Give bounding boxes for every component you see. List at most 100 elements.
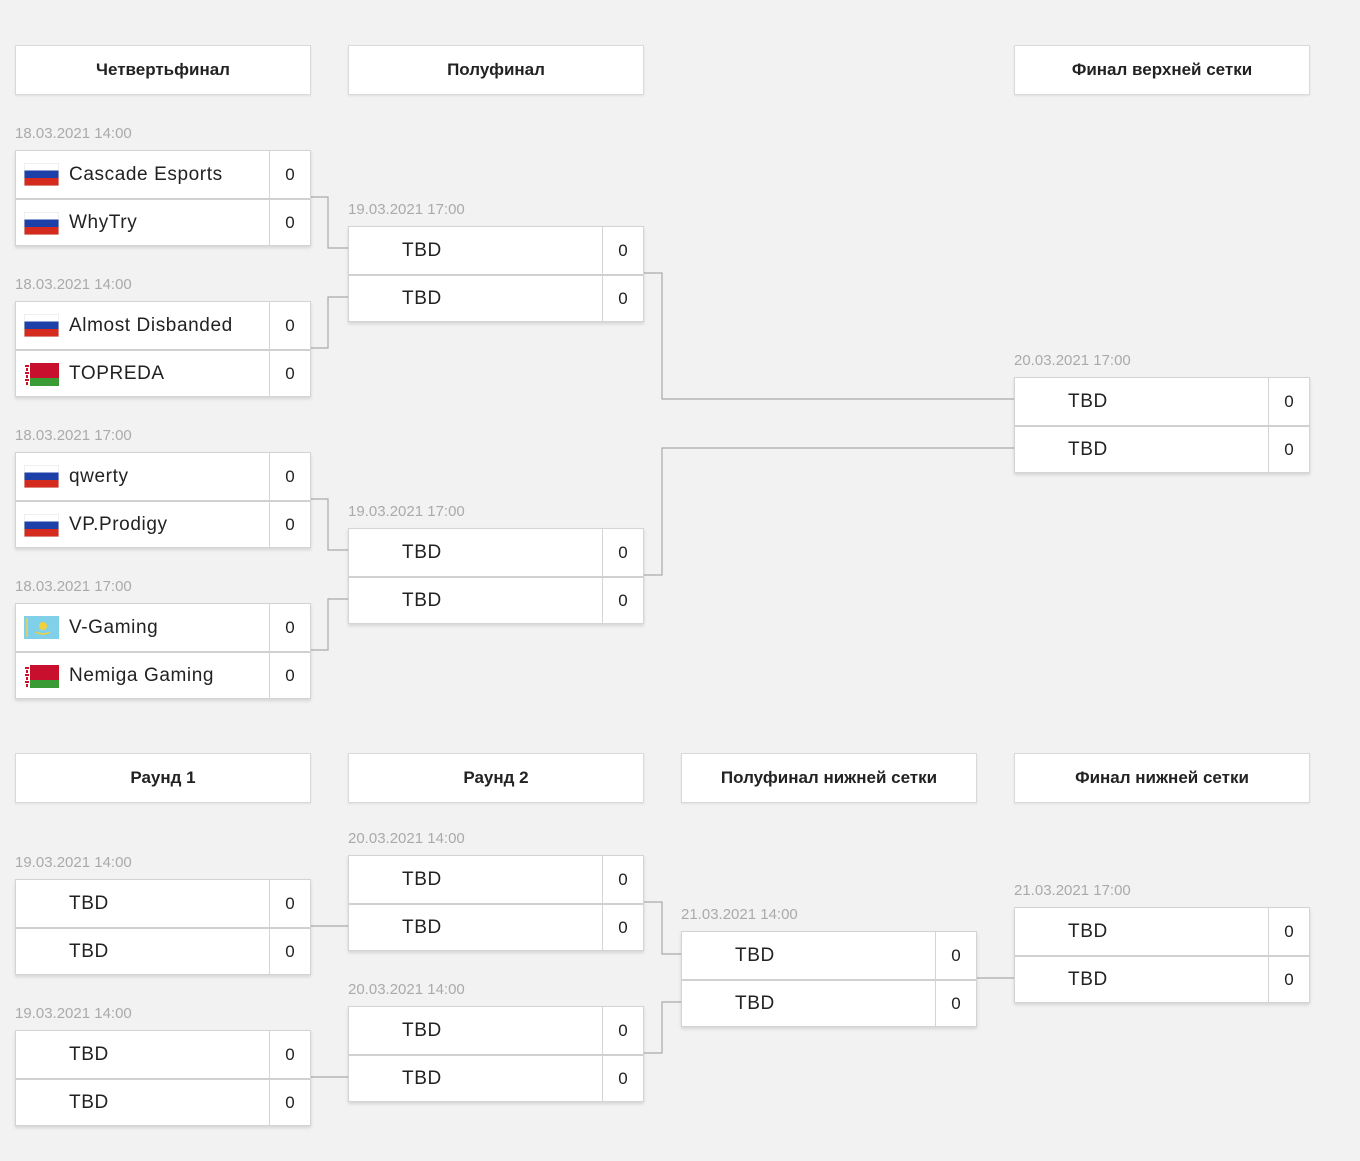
team-score: 0: [269, 200, 310, 245]
team-row[interactable]: TBD 0: [682, 932, 976, 979]
team-name: TOPREDA: [69, 362, 165, 384]
belarus-flag-icon: [24, 363, 59, 386]
team-name: TBD: [735, 992, 775, 1014]
team-row[interactable]: TBD 0: [16, 927, 310, 974]
team-name: TBD: [69, 1091, 109, 1113]
header-label: Финал верхней сетки: [1071, 60, 1253, 79]
team-row[interactable]: TBD 0: [1015, 378, 1309, 425]
team-name: TBD: [402, 1067, 442, 1089]
team-name: TBD: [69, 1043, 109, 1065]
team-score: 0: [1268, 908, 1309, 955]
team-name: TBD: [402, 916, 442, 938]
header-label: Раунд 2: [463, 768, 529, 787]
team-score: 0: [269, 1080, 310, 1125]
team-score: 0: [269, 453, 310, 500]
header-upper-final: Финал верхней сетки: [1014, 45, 1310, 95]
russia-flag-icon: [24, 163, 59, 186]
match-date: 21.03.2021 14:00: [681, 906, 798, 923]
header-semifinal: Полуфинал: [348, 45, 644, 95]
team-score: 0: [269, 929, 310, 974]
header-quarterfinal: Четвертьфинал: [15, 45, 311, 95]
team-score: 0: [602, 529, 643, 576]
team-row[interactable]: Cascade Esports 0: [16, 151, 310, 198]
team-name: Cascade Esports: [69, 163, 223, 185]
team-name: VP.Prodigy: [69, 513, 168, 535]
team-row[interactable]: TBD 0: [1015, 425, 1309, 472]
header-round-1: Раунд 1: [15, 753, 311, 803]
team-score: 0: [269, 351, 310, 396]
team-row[interactable]: TBD 0: [16, 1078, 310, 1125]
russia-flag-icon: [24, 465, 59, 488]
header-label: Четвертьфинал: [96, 60, 230, 79]
team-row[interactable]: Almost Disbanded 0: [16, 302, 310, 349]
team-name: TBD: [1068, 920, 1108, 942]
header-label: Финал нижней сетки: [1075, 768, 1249, 787]
team-name: TBD: [69, 892, 109, 914]
russia-flag-icon: [24, 314, 59, 337]
team-score: 0: [1268, 427, 1309, 472]
team-row[interactable]: qwerty 0: [16, 453, 310, 500]
header-round-2: Раунд 2: [348, 753, 644, 803]
match-date: 18.03.2021 14:00: [15, 125, 132, 142]
team-row[interactable]: TOPREDA 0: [16, 349, 310, 396]
team-score: 0: [935, 932, 976, 979]
kazakhstan-flag-icon: [24, 616, 59, 639]
team-row[interactable]: TBD 0: [1015, 908, 1309, 955]
header-lower-semifinal: Полуфинал нижней сетки: [681, 753, 977, 803]
team-name: Almost Disbanded: [69, 314, 233, 336]
match-date: 18.03.2021 17:00: [15, 427, 132, 444]
team-name: Nemiga Gaming: [69, 664, 215, 686]
team-score: 0: [935, 981, 976, 1026]
team-row[interactable]: TBD 0: [349, 1054, 643, 1101]
team-name: TBD: [1068, 438, 1108, 460]
team-score: 0: [602, 905, 643, 950]
match-date: 19.03.2021 14:00: [15, 854, 132, 871]
header-label: Полуфинал нижней сетки: [720, 768, 938, 787]
team-name: TBD: [402, 239, 442, 261]
team-score: 0: [1268, 378, 1309, 425]
team-name: TBD: [402, 1019, 442, 1041]
team-name: TBD: [402, 868, 442, 890]
team-score: 0: [269, 880, 310, 927]
team-row[interactable]: TBD 0: [16, 880, 310, 927]
team-name: V-Gaming: [69, 616, 159, 638]
team-name: TBD: [69, 940, 109, 962]
team-name: TBD: [735, 944, 775, 966]
team-score: 0: [602, 1056, 643, 1101]
match-date: 20.03.2021 17:00: [1014, 352, 1131, 369]
match-date: 18.03.2021 17:00: [15, 578, 132, 595]
team-row[interactable]: TBD 0: [682, 979, 976, 1026]
team-name: TBD: [1068, 390, 1108, 412]
belarus-flag-icon: [24, 665, 59, 688]
team-name: qwerty: [69, 465, 129, 487]
team-score: 0: [269, 302, 310, 349]
team-score: 0: [269, 151, 310, 198]
team-row[interactable]: TBD 0: [349, 903, 643, 950]
match-date: 19.03.2021 14:00: [15, 1005, 132, 1022]
